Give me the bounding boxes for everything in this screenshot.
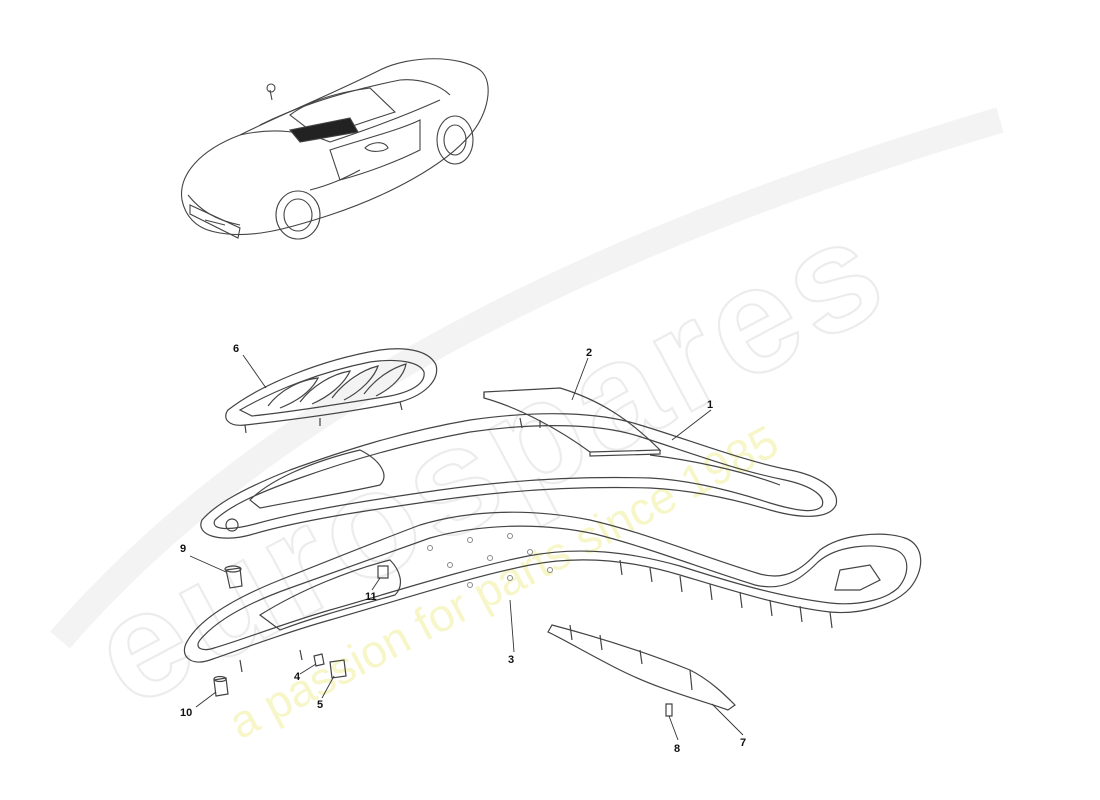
callouts: 6 2 1 9 11 3 4 5 10 7 8 [180,343,746,755]
callout-9: 9 [180,543,186,555]
part-9-clip [224,565,243,589]
watermark: eurospares a passion for parts since 198… [50,107,1004,749]
callout-1: 1 [707,399,713,411]
part-5-clip [329,659,347,679]
part-3-frame [183,511,922,673]
part-6-vent-grille [225,348,438,434]
callout-7: 7 [740,737,746,749]
callout-8: 8 [674,743,680,755]
callout-11: 11 [365,591,377,603]
callout-4: 4 [294,671,301,683]
callout-5: 5 [317,699,323,711]
callout-3: 3 [508,654,514,666]
callout-2: 2 [586,347,592,359]
leader-lines [189,354,744,741]
part-1-seal [200,413,838,539]
part-10-stud [213,675,229,697]
part-8-screw [665,703,673,717]
callout-6: 6 [233,343,239,355]
watermark-swoosh [50,107,1004,649]
part-11-fastener [377,565,389,579]
callout-10: 10 [180,707,192,719]
part-4-nut [313,653,325,667]
part-7-bracket [547,624,736,711]
car-thumbnail [180,58,489,240]
